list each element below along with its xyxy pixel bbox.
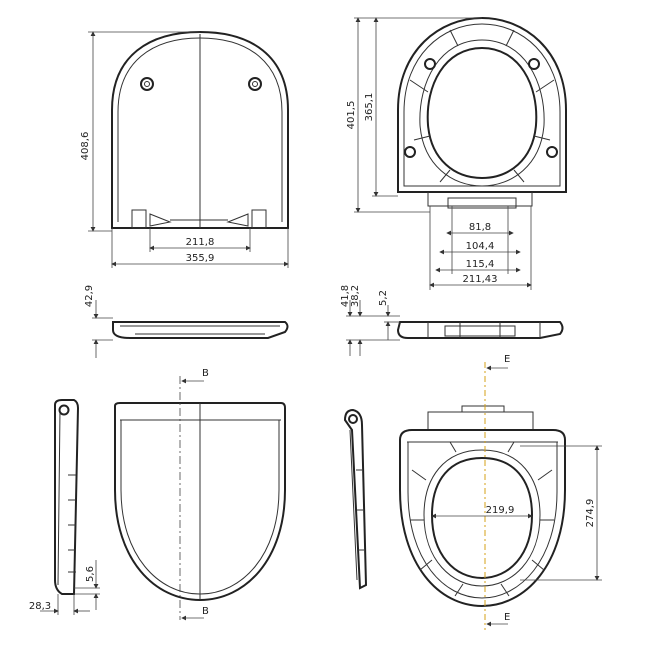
dim-seat-height: 365,1 [364,93,375,122]
lid-top-view [88,30,289,268]
dim-211-43: 211,43 [463,274,498,285]
lid-side-view [92,300,289,358]
seat-profile-view [343,408,368,590]
section-e-top-label: E [504,354,510,365]
dim-seat-offset: 5,2 [378,290,389,306]
section-b-top-label: B [202,368,209,379]
dim-profile-gap: 5,6 [85,566,96,582]
section-e-bottom-label: E [504,612,510,623]
dim-opening-width: 219,9 [486,505,515,516]
dim-lid-height: 408,6 [80,132,91,161]
seat-top-view [354,16,567,290]
seat-bottom-view [399,362,602,630]
dim-115-4: 115,4 [466,259,495,270]
lid-front-view [114,376,286,621]
dim-lid-thickness: 42,9 [84,285,95,307]
dim-profile-depth: 28,3 [29,601,51,612]
section-b-bottom-label: B [202,606,209,617]
dim-104-4: 104,4 [466,241,495,252]
dim-hinge-spacing: 211,8 [186,237,215,248]
dim-seat-thickness-total: 41,8 [340,285,351,307]
dim-lid-width: 355,9 [186,253,215,264]
dim-seat-height-total: 401,5 [346,101,357,130]
seat-side-view [346,300,564,356]
dim-81-8: 81,8 [469,222,491,233]
lid-profile-view [40,399,100,615]
dim-opening-length: 274,9 [585,499,596,528]
dim-seat-thickness: 38,2 [350,285,361,307]
